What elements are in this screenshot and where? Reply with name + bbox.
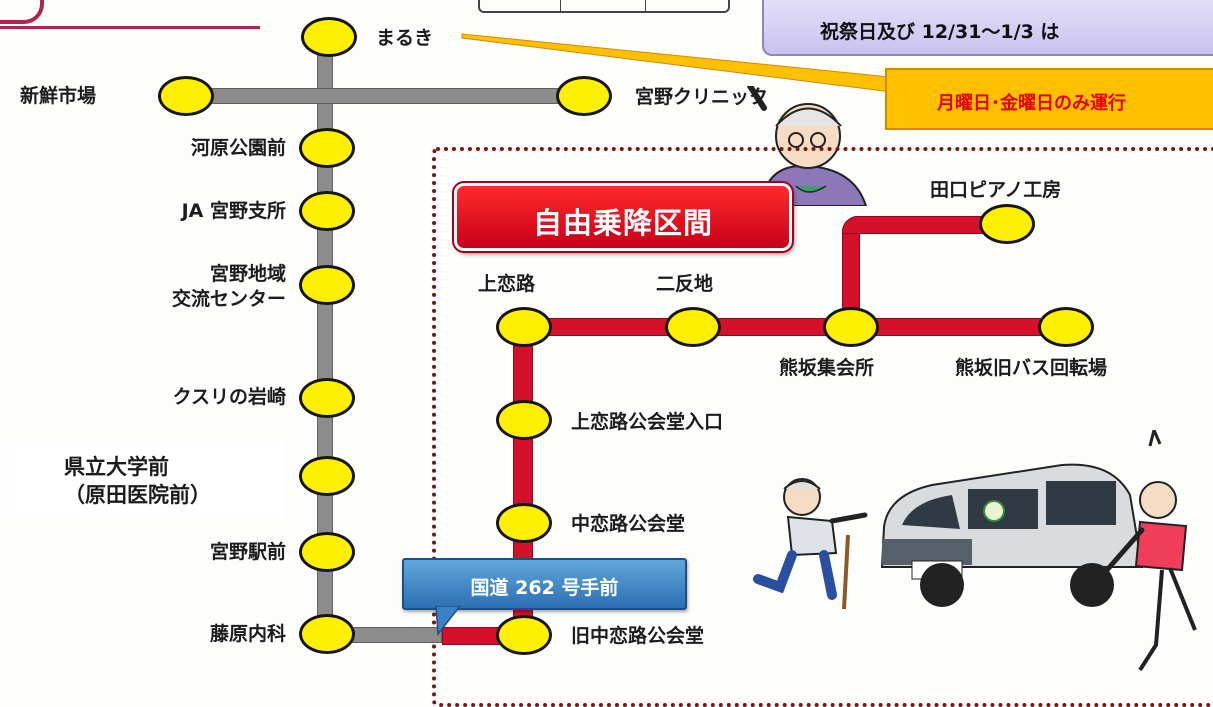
label-nitanji: 二反地 [656,273,714,295]
holiday-notice-text: 祝祭日及び 12/31〜1/3 は [820,21,1060,43]
route-tag-pointer [435,606,461,636]
stop-kenritsu-daigaku-mae[interactable] [299,456,355,496]
stop-nitanji[interactable] [665,307,721,347]
stop-kusuri-iwasaki[interactable] [299,378,355,418]
stop-fujiwara-naika[interactable] [299,614,355,654]
label-kamikoiji: 上恋路 [478,273,536,295]
stop-kumasaka-shukaisho[interactable] [823,307,879,347]
label-kyu-nakakoiji-kokaido: 旧中恋路公会堂 [571,625,705,647]
stop-maruki[interactable] [301,17,357,57]
label-kamikoiji-kokaido-iriguchi: 上恋路公会堂入口 [571,411,724,433]
stop-nakakoiji-kokaido[interactable] [496,503,552,543]
label-maruki: まるき [376,27,434,49]
header-bar [0,0,260,29]
free-zone-badge-text: 自由乗降区間 [532,206,713,240]
label-shinsen-ichiba: 新鮮市場 [20,85,97,107]
waving-woman-illustration [1097,430,1197,672]
stop-ja-miyano[interactable] [299,191,355,231]
stop-kawara-koen-mae[interactable] [299,128,355,168]
route-262-tag: 国道 262 号手前 [402,558,687,610]
stop-miyano-clinic[interactable] [556,76,612,116]
label-miyano-clinic: 宮野クリニック [635,86,769,108]
stop-kumasaka-bus-turnaround[interactable] [1038,307,1094,347]
holiday-notice: 祝祭日及び 12/31〜1/3 は [762,0,1213,56]
stop-kyu-nakakoiji-kokaido[interactable] [496,615,552,655]
label-nakakoiji-kokaido: 中恋路公会堂 [571,513,686,535]
label-koryu-center: 交流センター [171,288,286,310]
label-fujiwara-naika: 藤原内科 [209,623,286,645]
elderly-walker-illustration [753,478,868,610]
route-262-tag-text: 国道 262 号手前 [470,577,619,599]
highlight-panel [15,442,283,518]
label-taguchi-piano: 田口ピアノ工房 [930,179,1062,201]
stop-shinsen-ichiba[interactable] [158,76,214,116]
stop-taguchi-piano[interactable] [979,204,1035,244]
label-miyano-eki-mae: 宮野駅前 [209,541,286,563]
label-kawara-koen-mae: 河原公園前 [190,137,286,159]
branch-route-line [160,88,595,104]
community-van-illustration [880,463,1144,607]
label-kumasaka-shukaisho: 熊坂集会所 [779,357,875,379]
label-kenritsu-daigaku-mae: 県立大学前 [64,455,169,479]
label-kusuri-iwasaki: クスリの岩崎 [172,386,286,408]
label-ja-miyano: JA 宮野支所 [181,200,286,222]
label-harada-iin-mae: （原田医院前） [64,483,211,507]
stop-kamikoiji[interactable] [496,307,552,347]
free-route-line-horizontal [516,318,1072,336]
label-miyano-chiiki: 宮野地域 [209,263,286,285]
header-decoration [0,0,44,24]
service-days-text: 月曜日･金曜日のみ運行 [937,93,1126,114]
stop-kamikoiji-kokaido-iriguchi[interactable] [496,400,552,440]
stop-miyano-eki-mae[interactable] [299,532,355,572]
stop-miyano-community-center[interactable] [299,265,355,305]
service-days-callout: 月曜日･金曜日のみ運行 [885,68,1213,130]
free-zone-badge: 自由乗降区間 [452,181,794,253]
timetable-stub [478,0,730,13]
label-kumasaka-bus-turnaround: 熊坂旧バス回転場 [955,357,1108,379]
